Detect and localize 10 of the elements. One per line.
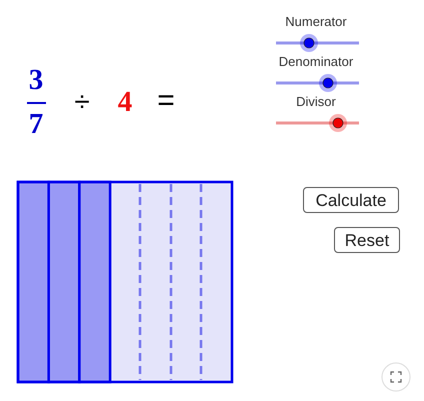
calculate-button: Calculate <box>303 187 399 213</box>
divisor-value: 4 <box>118 88 132 117</box>
slider-label: Divisor <box>296 95 336 108</box>
equals-sign: = <box>157 86 175 116</box>
denominator: 7 <box>28 110 44 139</box>
numerator: 3 <box>28 66 44 95</box>
reset-button: Reset <box>334 227 400 253</box>
slider-label: Denominator <box>278 55 354 68</box>
slider-label: Numerator <box>285 15 347 28</box>
division-sign: ÷ <box>74 88 90 116</box>
